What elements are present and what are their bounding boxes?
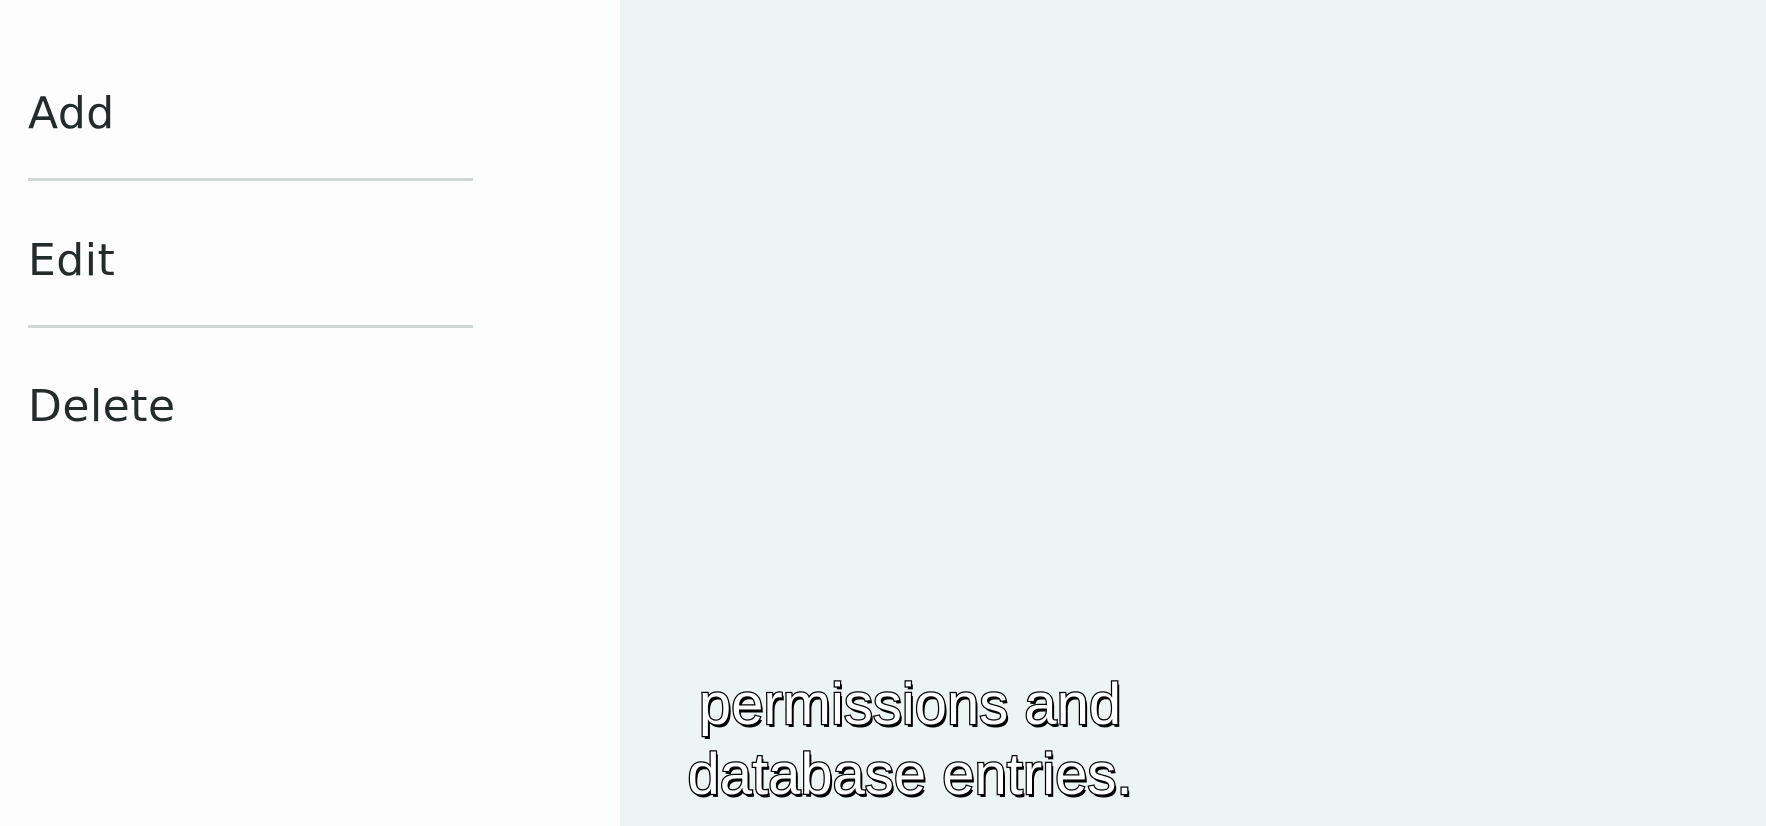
menu-item-add-label: Add bbox=[28, 87, 115, 139]
menu-item-edit[interactable]: Edit bbox=[28, 205, 473, 315]
menu-divider bbox=[28, 325, 473, 328]
menu-item-delete-label: Delete bbox=[28, 380, 176, 432]
subtitle-line-2: database entries. bbox=[686, 741, 1133, 809]
menu-divider bbox=[28, 178, 473, 181]
video-subtitle: permissions and database entries. bbox=[560, 670, 1260, 810]
menu-item-delete[interactable]: Delete bbox=[28, 351, 473, 461]
subtitle-line-1: permissions and bbox=[698, 671, 1123, 739]
content-area bbox=[620, 0, 1766, 826]
action-menu: Add Edit Delete bbox=[0, 0, 620, 826]
menu-item-add[interactable]: Add bbox=[28, 58, 473, 168]
menu-item-edit-label: Edit bbox=[28, 234, 116, 286]
